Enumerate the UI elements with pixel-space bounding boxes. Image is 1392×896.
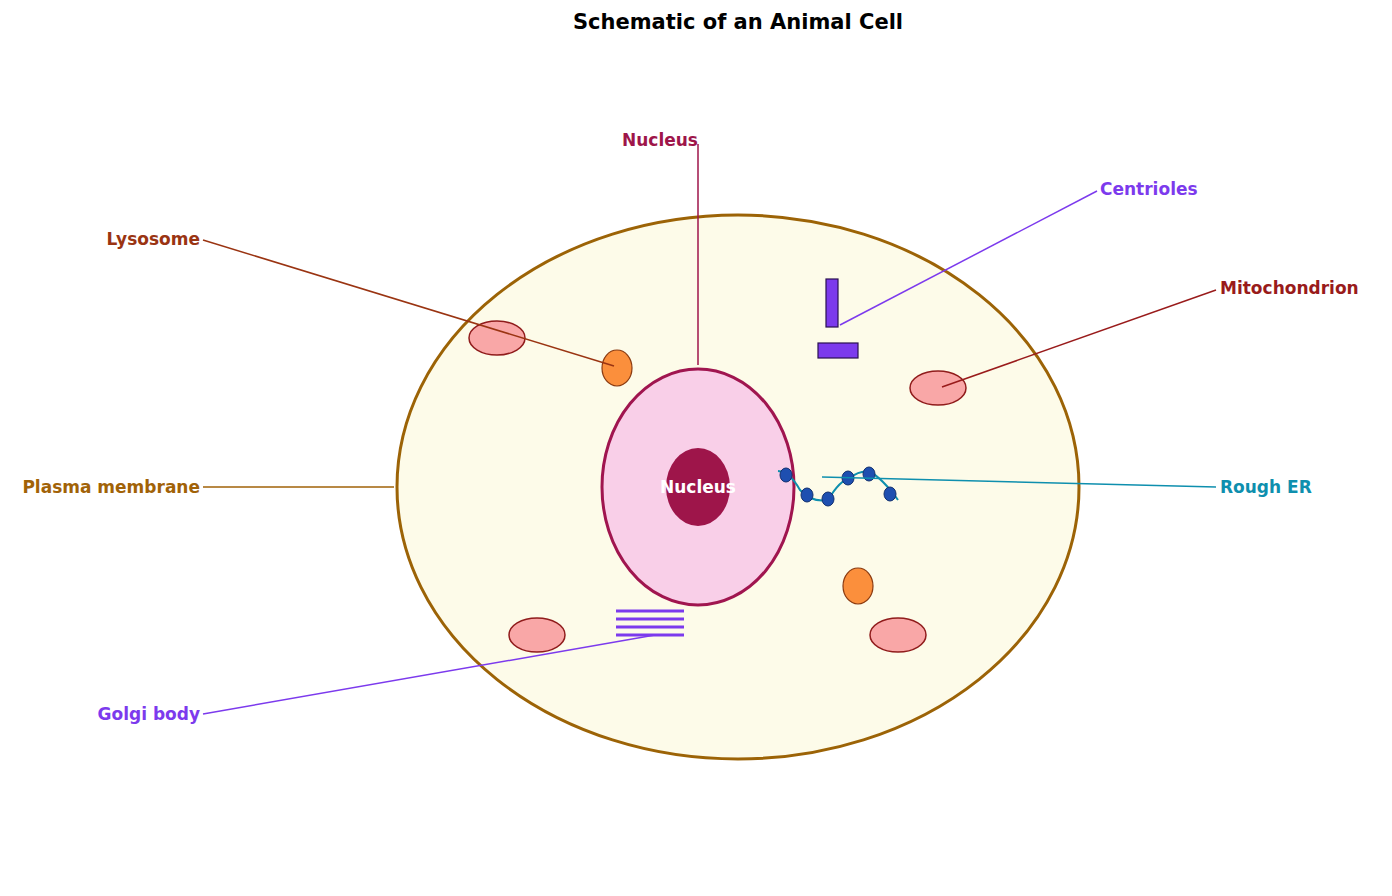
golgi-cisterna — [616, 626, 684, 629]
part-label: Lysosome — [106, 229, 200, 249]
mitochondrion — [910, 371, 966, 405]
part-label: Centrioles — [1100, 179, 1198, 199]
plasma-membrane — [397, 215, 1079, 759]
golgi-cisterna — [616, 618, 684, 621]
leader-line — [942, 290, 1216, 387]
mitochondrion — [469, 321, 525, 355]
rough-er — [778, 471, 898, 501]
leader-line — [697, 144, 699, 365]
nucleolus: Nucleus — [666, 448, 730, 526]
nuclear-envelope — [602, 369, 794, 605]
part-label: Plasma membrane — [22, 477, 200, 497]
centriole — [826, 279, 838, 327]
leader-line — [203, 240, 614, 366]
node-label: Nucleus — [660, 477, 736, 497]
ribosome — [884, 487, 896, 501]
diagram-title: Schematic of an Animal Cell — [0, 10, 1392, 34]
leader-line — [840, 191, 1097, 325]
ribosomes — [780, 467, 896, 506]
part-label: Mitochondrion — [1220, 278, 1359, 298]
mitochondrion — [509, 618, 565, 652]
mitochondrion — [870, 618, 926, 652]
part-label: Golgi body — [98, 704, 200, 724]
leader-line — [203, 635, 655, 714]
lysosome — [843, 568, 873, 604]
golgi-cisterna — [616, 610, 684, 613]
part-label: Rough ER — [1220, 477, 1312, 497]
ribosome — [780, 468, 792, 482]
leader-line — [203, 486, 394, 488]
centriole — [818, 343, 858, 358]
part-label: Nucleus — [622, 130, 698, 150]
golgi-body — [616, 611, 684, 635]
leader-lines — [203, 144, 1216, 714]
lysosome — [602, 350, 632, 386]
ribosome — [801, 488, 813, 502]
ribosome — [822, 492, 834, 506]
leader-line — [822, 477, 1216, 487]
